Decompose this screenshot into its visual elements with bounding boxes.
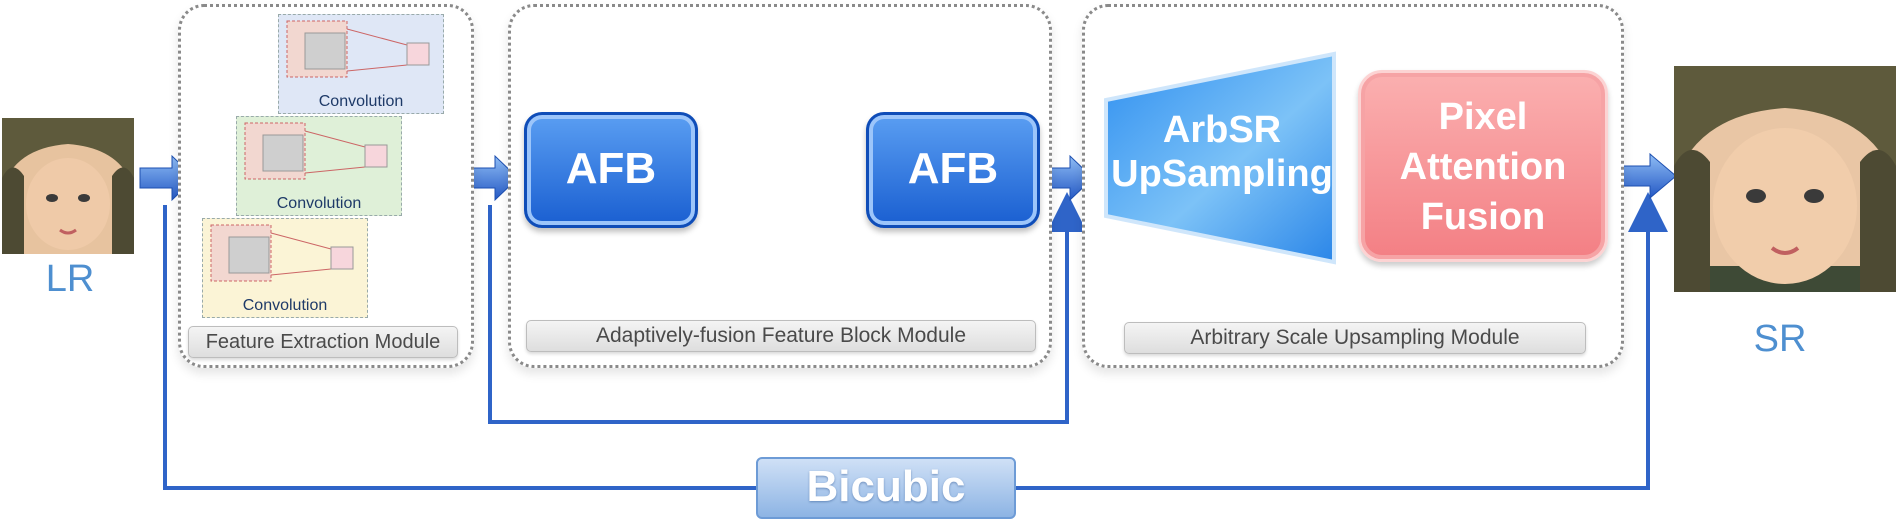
- conv-block-3: Convolution: [202, 218, 368, 318]
- paf-line-3: Fusion: [1420, 196, 1546, 238]
- lr-label: LR: [45, 258, 95, 300]
- lr-image: [2, 118, 134, 254]
- afb-module-title: Adaptively-fusion Feature Block Module: [526, 320, 1036, 352]
- conv-grid-icon: [286, 20, 430, 78]
- sr-face-illustration: [1674, 66, 1896, 292]
- arbsr-line-2: UpSampling: [1111, 153, 1333, 195]
- arbsr-upsampling-block: [1104, 51, 1336, 265]
- conv-label-2: Convolution: [276, 195, 362, 212]
- lr-face-illustration: [2, 118, 134, 254]
- afb-block-1: AFB: [524, 112, 698, 228]
- arrow-up-to-sr: [1617, 152, 1677, 200]
- conv-block-2: Convolution: [236, 116, 402, 216]
- conv-grid-icon: [244, 122, 388, 180]
- conv-grid-icon: [210, 224, 354, 282]
- afb-block-2: AFB: [866, 112, 1040, 228]
- sr-image: [1674, 66, 1896, 292]
- paf-line-1: Pixel: [1438, 96, 1528, 138]
- sr-label: SR: [1753, 318, 1807, 360]
- conv-label-3: Convolution: [242, 297, 328, 314]
- afb-skip-line: [488, 192, 1087, 424]
- arbsr-text: ArbSR UpSampling: [1104, 108, 1340, 196]
- arbsr-line-1: ArbSR: [1162, 109, 1282, 151]
- conv-label-1: Convolution: [318, 93, 404, 110]
- paf-text: Pixel Attention Fusion: [1358, 92, 1608, 242]
- feature-extraction-title: Feature Extraction Module: [188, 326, 458, 358]
- bicubic-label: Bicubic: [756, 457, 1016, 519]
- upsampling-module-title: Arbitrary Scale Upsampling Module: [1124, 322, 1586, 354]
- paf-line-2: Attention: [1399, 146, 1567, 188]
- conv-block-1: Convolution: [278, 14, 444, 114]
- pixel-attention-fusion-block: [1358, 70, 1608, 262]
